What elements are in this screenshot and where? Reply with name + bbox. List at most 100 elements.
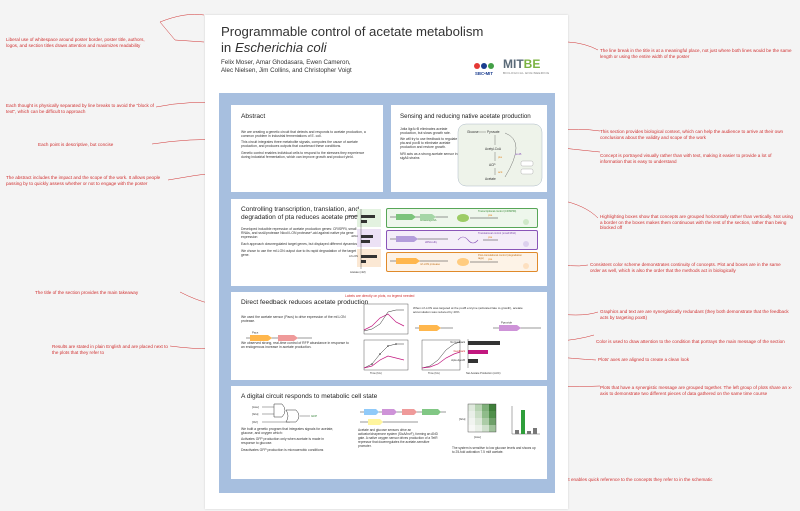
box-translational bbox=[386, 230, 538, 250]
line-nofeedback-acetate bbox=[363, 343, 404, 369]
be-logo-text: BE bbox=[523, 57, 541, 71]
label-srna-hfq: sRNA-Hfq bbox=[425, 241, 437, 244]
annotation-axes-aligned: Plots' axes are aligned to create a clea… bbox=[598, 357, 690, 362]
poxb-construct: Pprovide bbox=[415, 321, 541, 331]
sbc-logo-text: SBC•MIT bbox=[475, 71, 493, 76]
bar-srna-1 bbox=[361, 235, 373, 238]
label-pyruvate: Pyruvate bbox=[487, 130, 500, 134]
gene-arrow-mflon bbox=[396, 258, 420, 264]
digital-barchart bbox=[511, 406, 540, 435]
bar-crispri-1 bbox=[361, 215, 375, 218]
annotation-highlight-boxes: Highlighting boxes show that concepts ar… bbox=[600, 214, 793, 231]
gene-arrow-srna bbox=[396, 236, 418, 242]
digital-title: A digital circuit responds to metabolic … bbox=[241, 393, 378, 400]
poster-title: Programmable control of acetate metaboli… bbox=[221, 24, 521, 55]
annotation-line-breaks: Each thought is physically separated by … bbox=[6, 103, 154, 114]
output-dot-3 bbox=[523, 263, 529, 269]
protein-dcas9 bbox=[457, 214, 469, 222]
label-mf-lon-protease: mf-LON protease bbox=[420, 263, 440, 266]
direct-title: Direct feedback reduces acetate producti… bbox=[241, 299, 369, 306]
bar-digital-3 bbox=[527, 431, 531, 434]
sensing-title: Sensing and reducing native acetate prod… bbox=[400, 113, 531, 120]
digital-p5: The system is sensitive to low glucose l… bbox=[452, 446, 536, 454]
annotation-title-break: The line break in the title is at a mean… bbox=[600, 48, 792, 59]
authors-line2: Alec Nielsen, Jim Collins, and Christoph… bbox=[221, 67, 352, 74]
annotation-results: Results are stated in plain English and … bbox=[52, 344, 168, 355]
sensing-text: Jotla ligrA>B eliminates acetate product… bbox=[400, 127, 462, 161]
gene-sensor bbox=[368, 419, 383, 425]
bar-mflon-1 bbox=[361, 255, 377, 258]
label-acetyl-coa: Acetyl-CoA bbox=[485, 147, 502, 151]
line-feedback-acetate bbox=[363, 355, 405, 369]
bar-label-no-feedback: No feedback bbox=[450, 341, 465, 344]
gene-arrow-rfp bbox=[278, 335, 298, 341]
metabolism-diagram: Glucose Pyruvate Acetyl-CoA ACP Acetate … bbox=[457, 123, 543, 187]
target-pta-2: pta bbox=[488, 235, 493, 239]
bar-label-feedback: Feedback bbox=[453, 350, 465, 353]
bar-delta-poxb bbox=[468, 359, 478, 363]
controlling-text: Developed inducible repression of acetat… bbox=[241, 227, 359, 257]
annotation-abstract: The abstract includes the impact and the… bbox=[6, 175, 161, 186]
annotation-visual-concept: Concept is portrayed visually rather tha… bbox=[600, 153, 772, 164]
bar-label-mflon: mf-LON bbox=[348, 255, 358, 258]
controlling-title-line2: degradation of pta reduces acetate produ… bbox=[241, 213, 376, 221]
bar-no-feedback bbox=[468, 341, 500, 345]
controlling-p1: Developed inducible repression of acetat… bbox=[241, 227, 357, 240]
label-glucose: Glucose bbox=[467, 130, 479, 134]
direct-text: We used the acetate sensor (Pacs) to dri… bbox=[241, 315, 351, 349]
line-acetate-feedback bbox=[421, 351, 461, 369]
label-translational: Translational control (small RNA) bbox=[478, 232, 516, 235]
line-acetate-control bbox=[421, 341, 461, 369]
controlling-schematic: pta pta pta bbox=[390, 213, 529, 269]
output-dot-1 bbox=[523, 219, 529, 225]
mit-be-subtitle: BIOLOGICAL ENGINEERING bbox=[503, 71, 550, 75]
output-dot-2 bbox=[523, 241, 529, 247]
label-pacs-promoter: Pacs bbox=[252, 331, 259, 335]
nimply-gate bbox=[285, 409, 300, 423]
digital-text-left: We built a genetic program that integrat… bbox=[241, 427, 337, 452]
gene-gfp bbox=[422, 409, 441, 415]
label-ack: ack bbox=[498, 170, 503, 174]
abstract-p2: This circuit integrates three metabolite… bbox=[241, 140, 358, 149]
target-pta-3: pta bbox=[488, 257, 493, 261]
abstract-title: Abstract bbox=[241, 113, 266, 120]
controlling-p2: Each approach downregulated target genes… bbox=[241, 241, 358, 246]
annotation-color-main: Color is used to draw attention to the c… bbox=[596, 339, 785, 344]
annotation-redundant: Graphics and text are are synergisticall… bbox=[600, 309, 789, 320]
bar-axis-label: Acetate (mM) bbox=[350, 271, 366, 274]
connector-a7 bbox=[567, 41, 599, 51]
note-labels-on-plots: Labels are directly on plots, no legend … bbox=[345, 294, 415, 298]
poster-authors: Felix Moser, Amar Ghodasara, Ewen Camero… bbox=[221, 59, 391, 75]
gene-row-3: pta bbox=[390, 257, 529, 269]
gene-arrow-poxb bbox=[499, 325, 521, 331]
section-abstract: Abstract We are creating a genetic circu… bbox=[231, 105, 383, 192]
gene-row-2: pta bbox=[390, 235, 529, 247]
bar-label-srna: sRNA bbox=[351, 235, 358, 238]
abstract-p3: Genetic control enables individual cells… bbox=[241, 150, 365, 160]
bar-digital-1 bbox=[515, 430, 519, 434]
bar-crispri-2 bbox=[361, 220, 367, 223]
digital-p1: We built a genetic program that integrat… bbox=[241, 426, 334, 435]
gate-input-acetate: [Ace] bbox=[252, 405, 259, 409]
annotation-descriptive: Each point is descriptive, but concise bbox=[38, 142, 114, 147]
direct-construct: Pacs bbox=[246, 331, 312, 341]
mit-be-logo: MITBE BIOLOGICAL ENGINEERING bbox=[503, 58, 551, 80]
heatmap-xlabel: [Ace] bbox=[474, 435, 481, 439]
note-poxb-target: When mf-LON was targeted at the poxB enz… bbox=[413, 306, 523, 314]
label-pta: pta bbox=[498, 155, 502, 159]
sensing-p2: We will try to use feedback to regulate … bbox=[400, 137, 458, 150]
controlling-title-line1: Controlling transcription, translation, … bbox=[241, 206, 360, 213]
poster-title-prefix: in bbox=[221, 39, 235, 55]
digital-construct bbox=[360, 409, 446, 425]
line-feedback-rfp bbox=[363, 313, 405, 331]
gene-arrow-dcas9 bbox=[396, 214, 416, 220]
bar-digital-2 bbox=[521, 410, 525, 434]
gene-sica bbox=[364, 409, 379, 415]
label-transcriptional: Transcriptional control (CRISPRi) bbox=[478, 210, 517, 213]
label-acetate: Acetate bbox=[485, 177, 496, 181]
abstract-p1: We are creating a genetic circuit that d… bbox=[241, 129, 366, 138]
digital-text-middle: Acetate and glucose sensors drive an act… bbox=[358, 428, 438, 449]
authors-line1: Felix Moser, Amar Ghodasara, Ewen Camero… bbox=[221, 59, 351, 66]
sbc-logo-mark bbox=[474, 63, 494, 69]
